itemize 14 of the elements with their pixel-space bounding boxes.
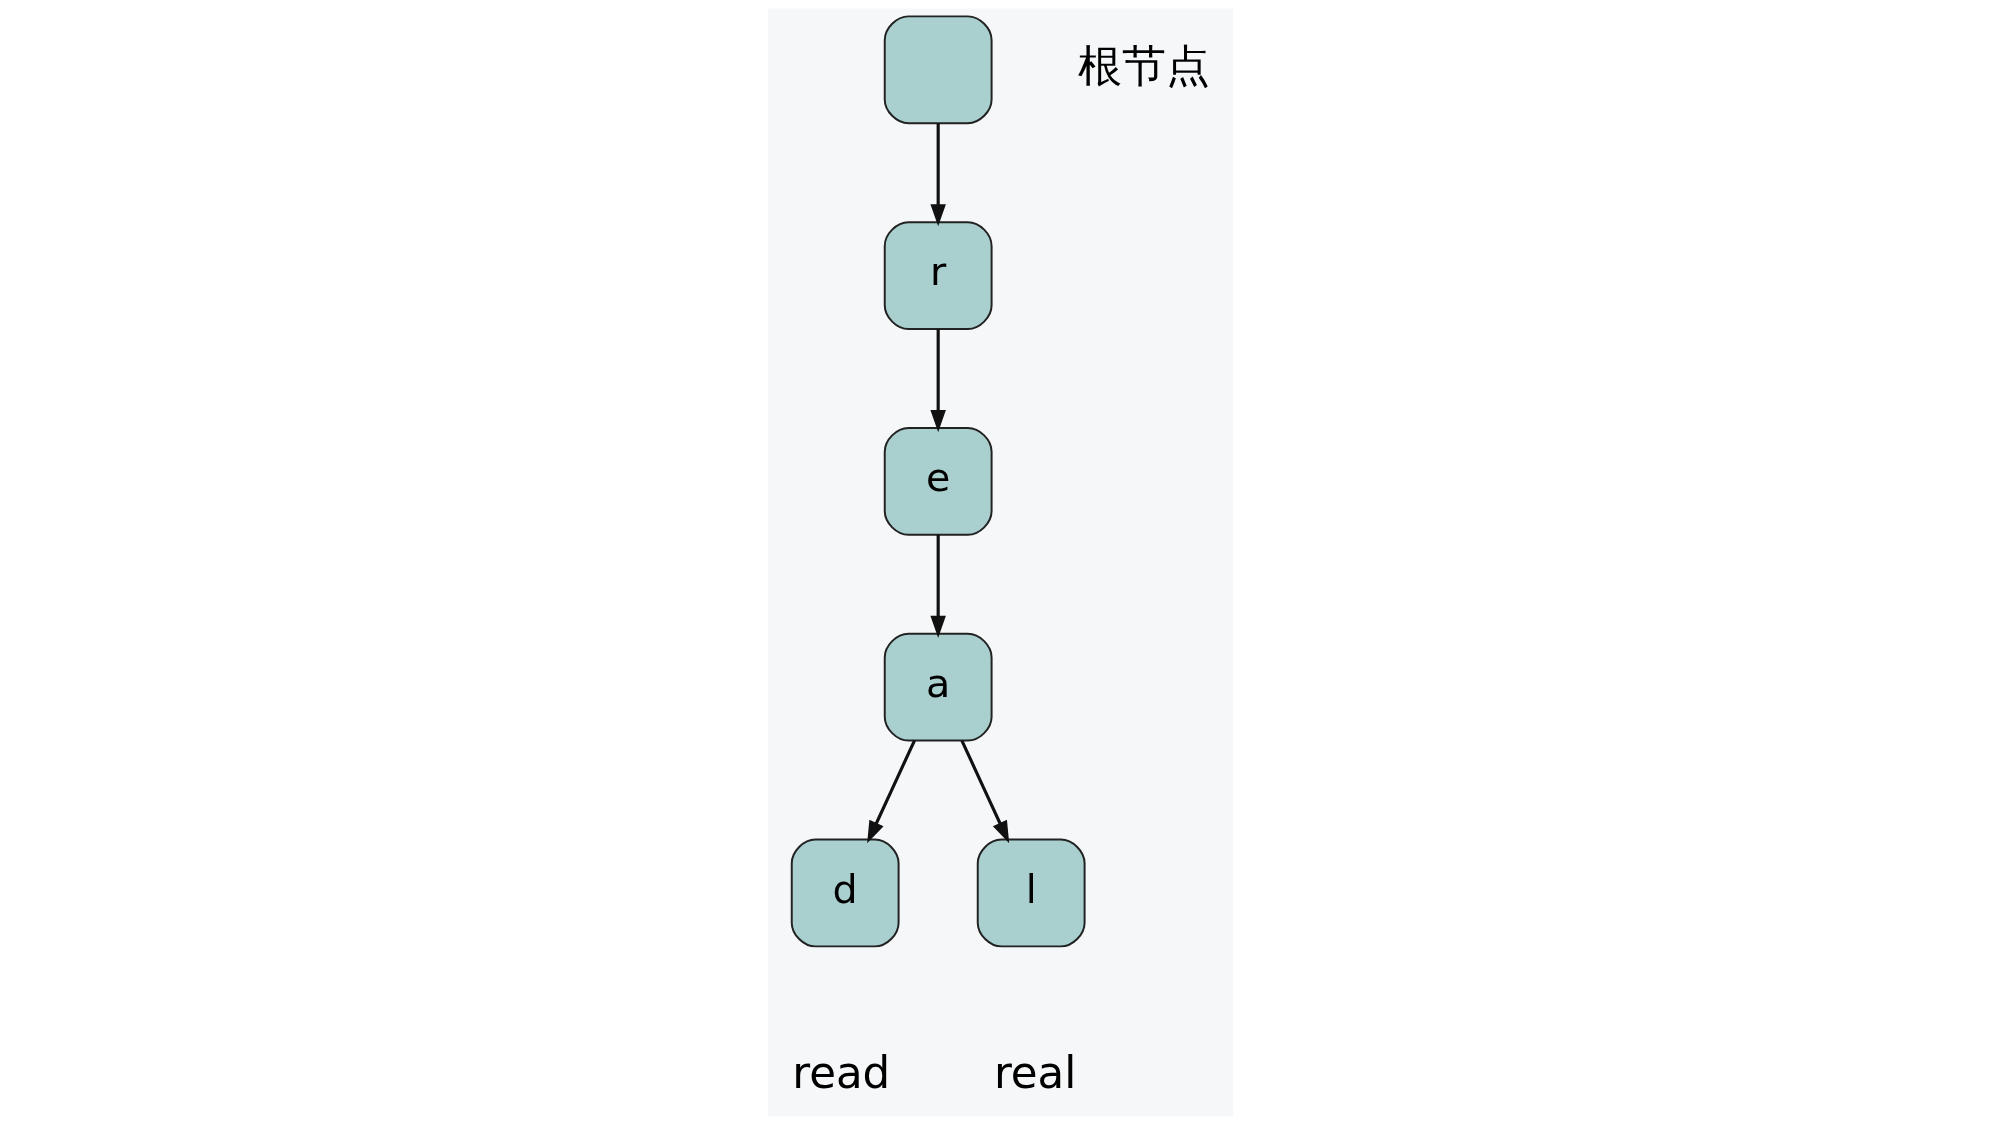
node-box: [883, 15, 993, 125]
node-box: d: [790, 838, 900, 948]
node-box: e: [883, 426, 993, 536]
node-box: r: [883, 221, 993, 330]
node-label: read: [791, 1048, 890, 1099]
arrow: [866, 739, 916, 844]
arrow: [929, 123, 946, 227]
node-label: 根节点: [1077, 40, 1210, 91]
arrow: [929, 329, 946, 433]
arrow: [929, 534, 946, 638]
arrow: [959, 739, 1009, 844]
node-box: l: [976, 838, 1086, 948]
node-label: real: [993, 1048, 1076, 1099]
node-box: a: [883, 632, 993, 742]
